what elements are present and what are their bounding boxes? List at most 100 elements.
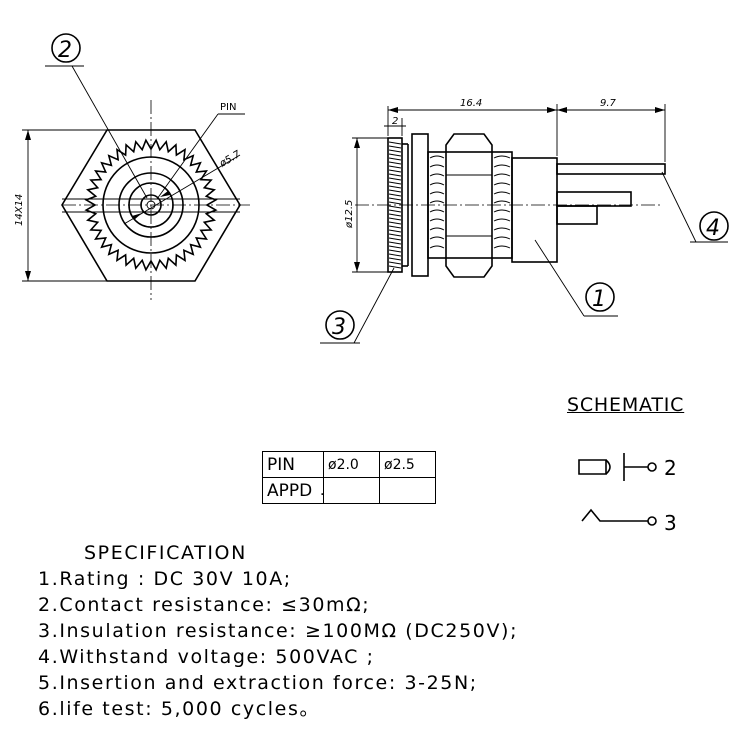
knurl-mark: [388, 245, 402, 249]
knurl-mark: [388, 217, 402, 221]
thread-line: [429, 200, 445, 204]
dim-arrow: [25, 130, 31, 140]
diameter-dimension-text: ø12.5: [344, 200, 355, 229]
table-header-cell: PIN: [262, 451, 324, 478]
knurl-mark: [388, 181, 402, 185]
side-hex-nut: [445, 133, 493, 278]
front-flange: [387, 137, 403, 273]
thread-line: [429, 191, 445, 195]
terminal-lead: [556, 163, 666, 175]
knurl-mark: [388, 249, 402, 253]
thread-line: [493, 236, 511, 240]
pin3-terminal: [647, 516, 657, 526]
flange-dimension-text: 2: [392, 116, 398, 127]
knurl-mark: [388, 265, 402, 269]
callout-2-label: 2: [58, 38, 72, 63]
thread-line: [429, 209, 445, 213]
specification-title: SPECIFICATION: [84, 542, 247, 564]
hole-dimension-text: ø5.7: [217, 149, 243, 170]
callout-4-leader: [661, 171, 697, 243]
side-view: 16.4 9.7 2 ø12.5 1 3 4: [320, 98, 729, 344]
callout-2-leader: [71, 65, 148, 199]
table-cell: [379, 477, 436, 504]
schematic-pin3-label: 3: [664, 511, 677, 535]
spec-item: 1.Rating : DC 30V 10A;: [38, 568, 292, 590]
table-row: APPD .: [262, 477, 436, 504]
flange-knurl: [388, 141, 402, 269]
knurl-mark: [388, 185, 402, 189]
knurl-mark: [388, 233, 402, 237]
knurl-mark: [388, 189, 402, 193]
table-cell: .: [320, 477, 380, 504]
size-dimension-text: 14X14: [14, 194, 25, 226]
plug-tip: [605, 459, 611, 475]
dim-arrow: [132, 213, 142, 220]
thread-line: [429, 227, 445, 231]
callout-3-leader: [353, 267, 395, 344]
thread-line: [429, 218, 445, 222]
callout-1-label: 1: [592, 287, 606, 312]
spec-item: 4.Withstand voltage: 500VAC ;: [38, 646, 375, 668]
schematic-title: SCHEMATIC: [567, 394, 685, 416]
knurl-mark: [388, 209, 402, 213]
table-header-cell: ø2.5: [379, 451, 436, 478]
hex-nut-outline: [61, 129, 241, 282]
table-mark: .: [320, 482, 325, 499]
knurl-mark: [388, 253, 402, 257]
pin-label: PIN: [220, 102, 236, 113]
rear-housing: [511, 157, 558, 263]
knurl-mark: [388, 149, 402, 153]
knurl-mark: [388, 153, 402, 157]
callout-bubble: [699, 211, 729, 241]
sleeve-circle: [128, 182, 174, 228]
knurl-mark: [388, 145, 402, 149]
thread-line: [493, 191, 511, 195]
dim-arrow: [388, 107, 398, 113]
front-view: 14X14 PIN ø5.7 2: [14, 33, 250, 300]
callout-bubble: [585, 282, 615, 312]
thread-line: [493, 245, 511, 249]
spec-item: 3.Insulation resistance: ≥100MΩ (DC250V)…: [38, 620, 519, 642]
thread-line: [493, 227, 511, 231]
terminal-lead: [556, 205, 598, 225]
thread-lines: [429, 155, 511, 249]
dim-arrow: [655, 107, 665, 113]
pin2-terminal: [647, 462, 657, 472]
plug-body: [578, 459, 607, 475]
thread-line: [493, 218, 511, 222]
thread-line: [493, 209, 511, 213]
lead-dimension-text: 9.7: [600, 98, 617, 109]
knurl-mark: [388, 221, 402, 225]
terminal-lead: [556, 191, 632, 207]
pin-leader-line: [156, 113, 219, 200]
knurl-mark: [388, 241, 402, 245]
thread-line: [429, 245, 445, 249]
knurl-mark: [388, 173, 402, 177]
callout-1-leader: [534, 239, 585, 317]
specification-block: SPECIFICATION 1.Rating : DC 30V 10A; 2.C…: [38, 540, 518, 722]
dim-arrow: [354, 138, 360, 148]
thread-line: [493, 164, 511, 168]
knurl-mark: [388, 213, 402, 217]
table-header-cell: ø2.0: [323, 451, 380, 478]
knurl-mark: [388, 141, 402, 145]
knurl-mark: [388, 157, 402, 161]
dim-arrow: [354, 262, 360, 272]
knurl-mark: [388, 225, 402, 229]
pin-circle: [140, 194, 162, 216]
spec-item: 2.Contact resistance: ≤30mΩ;: [38, 594, 371, 616]
thread-line: [429, 173, 445, 177]
callout-3-label: 3: [332, 315, 346, 340]
knurl-mark: [388, 165, 402, 169]
dim-arrow: [547, 107, 557, 113]
callout-bubble: [51, 33, 81, 63]
dim-arrow: [160, 191, 170, 197]
knurl-mark: [388, 237, 402, 241]
thread-line: [493, 182, 511, 186]
thread-line: [493, 155, 511, 159]
spec-item: 6.life test: 5,000 cycles。: [38, 698, 321, 720]
callout-4-label: 4: [706, 216, 720, 241]
thread-line: [429, 155, 445, 159]
knurl-mark: [388, 177, 402, 181]
